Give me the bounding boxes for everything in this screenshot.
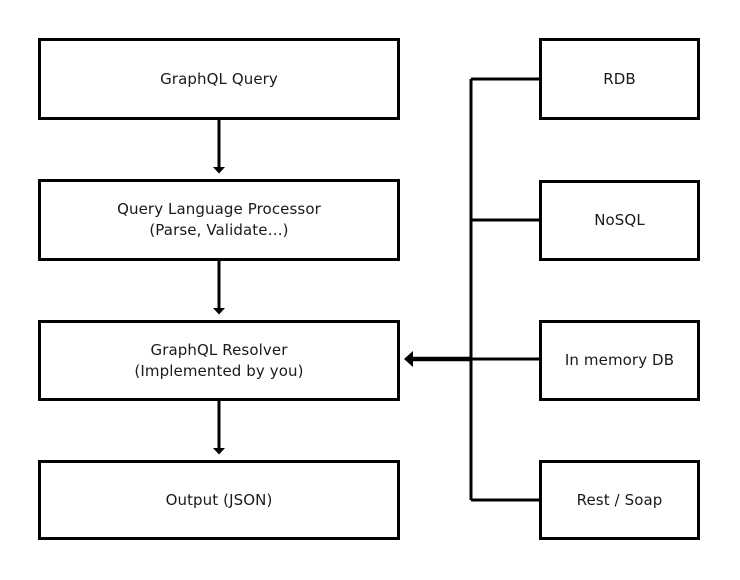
node-graphql-query-label: GraphQL Query bbox=[160, 69, 278, 88]
node-in-memory-db[interactable]: In memory DB bbox=[539, 320, 700, 401]
node-rest-soap[interactable]: Rest / Soap bbox=[539, 460, 700, 540]
node-rdb-label: RDB bbox=[603, 69, 636, 88]
node-rest-soap-label: Rest / Soap bbox=[576, 490, 663, 509]
node-in-memory-db-label: In memory DB bbox=[564, 351, 675, 369]
node-nosql-label: NoSQL bbox=[594, 211, 645, 229]
node-rdb[interactable]: RDB bbox=[539, 38, 700, 120]
node-query-language-processor-label: Query Language Processor (Parse, Validat… bbox=[117, 200, 321, 239]
node-nosql[interactable]: NoSQL bbox=[539, 180, 700, 261]
node-graphql-query[interactable]: GraphQL Query bbox=[38, 38, 400, 120]
node-output-json-label: Output (JSON) bbox=[165, 490, 273, 509]
node-query-language-processor[interactable]: Query Language Processor (Parse, Validat… bbox=[38, 179, 400, 261]
node-graphql-resolver-label: GraphQL Resolver (Implemented by you) bbox=[134, 340, 304, 380]
node-graphql-resolver[interactable]: GraphQL Resolver (Implemented by you) bbox=[38, 320, 400, 401]
node-output-json[interactable]: Output (JSON) bbox=[38, 460, 400, 540]
